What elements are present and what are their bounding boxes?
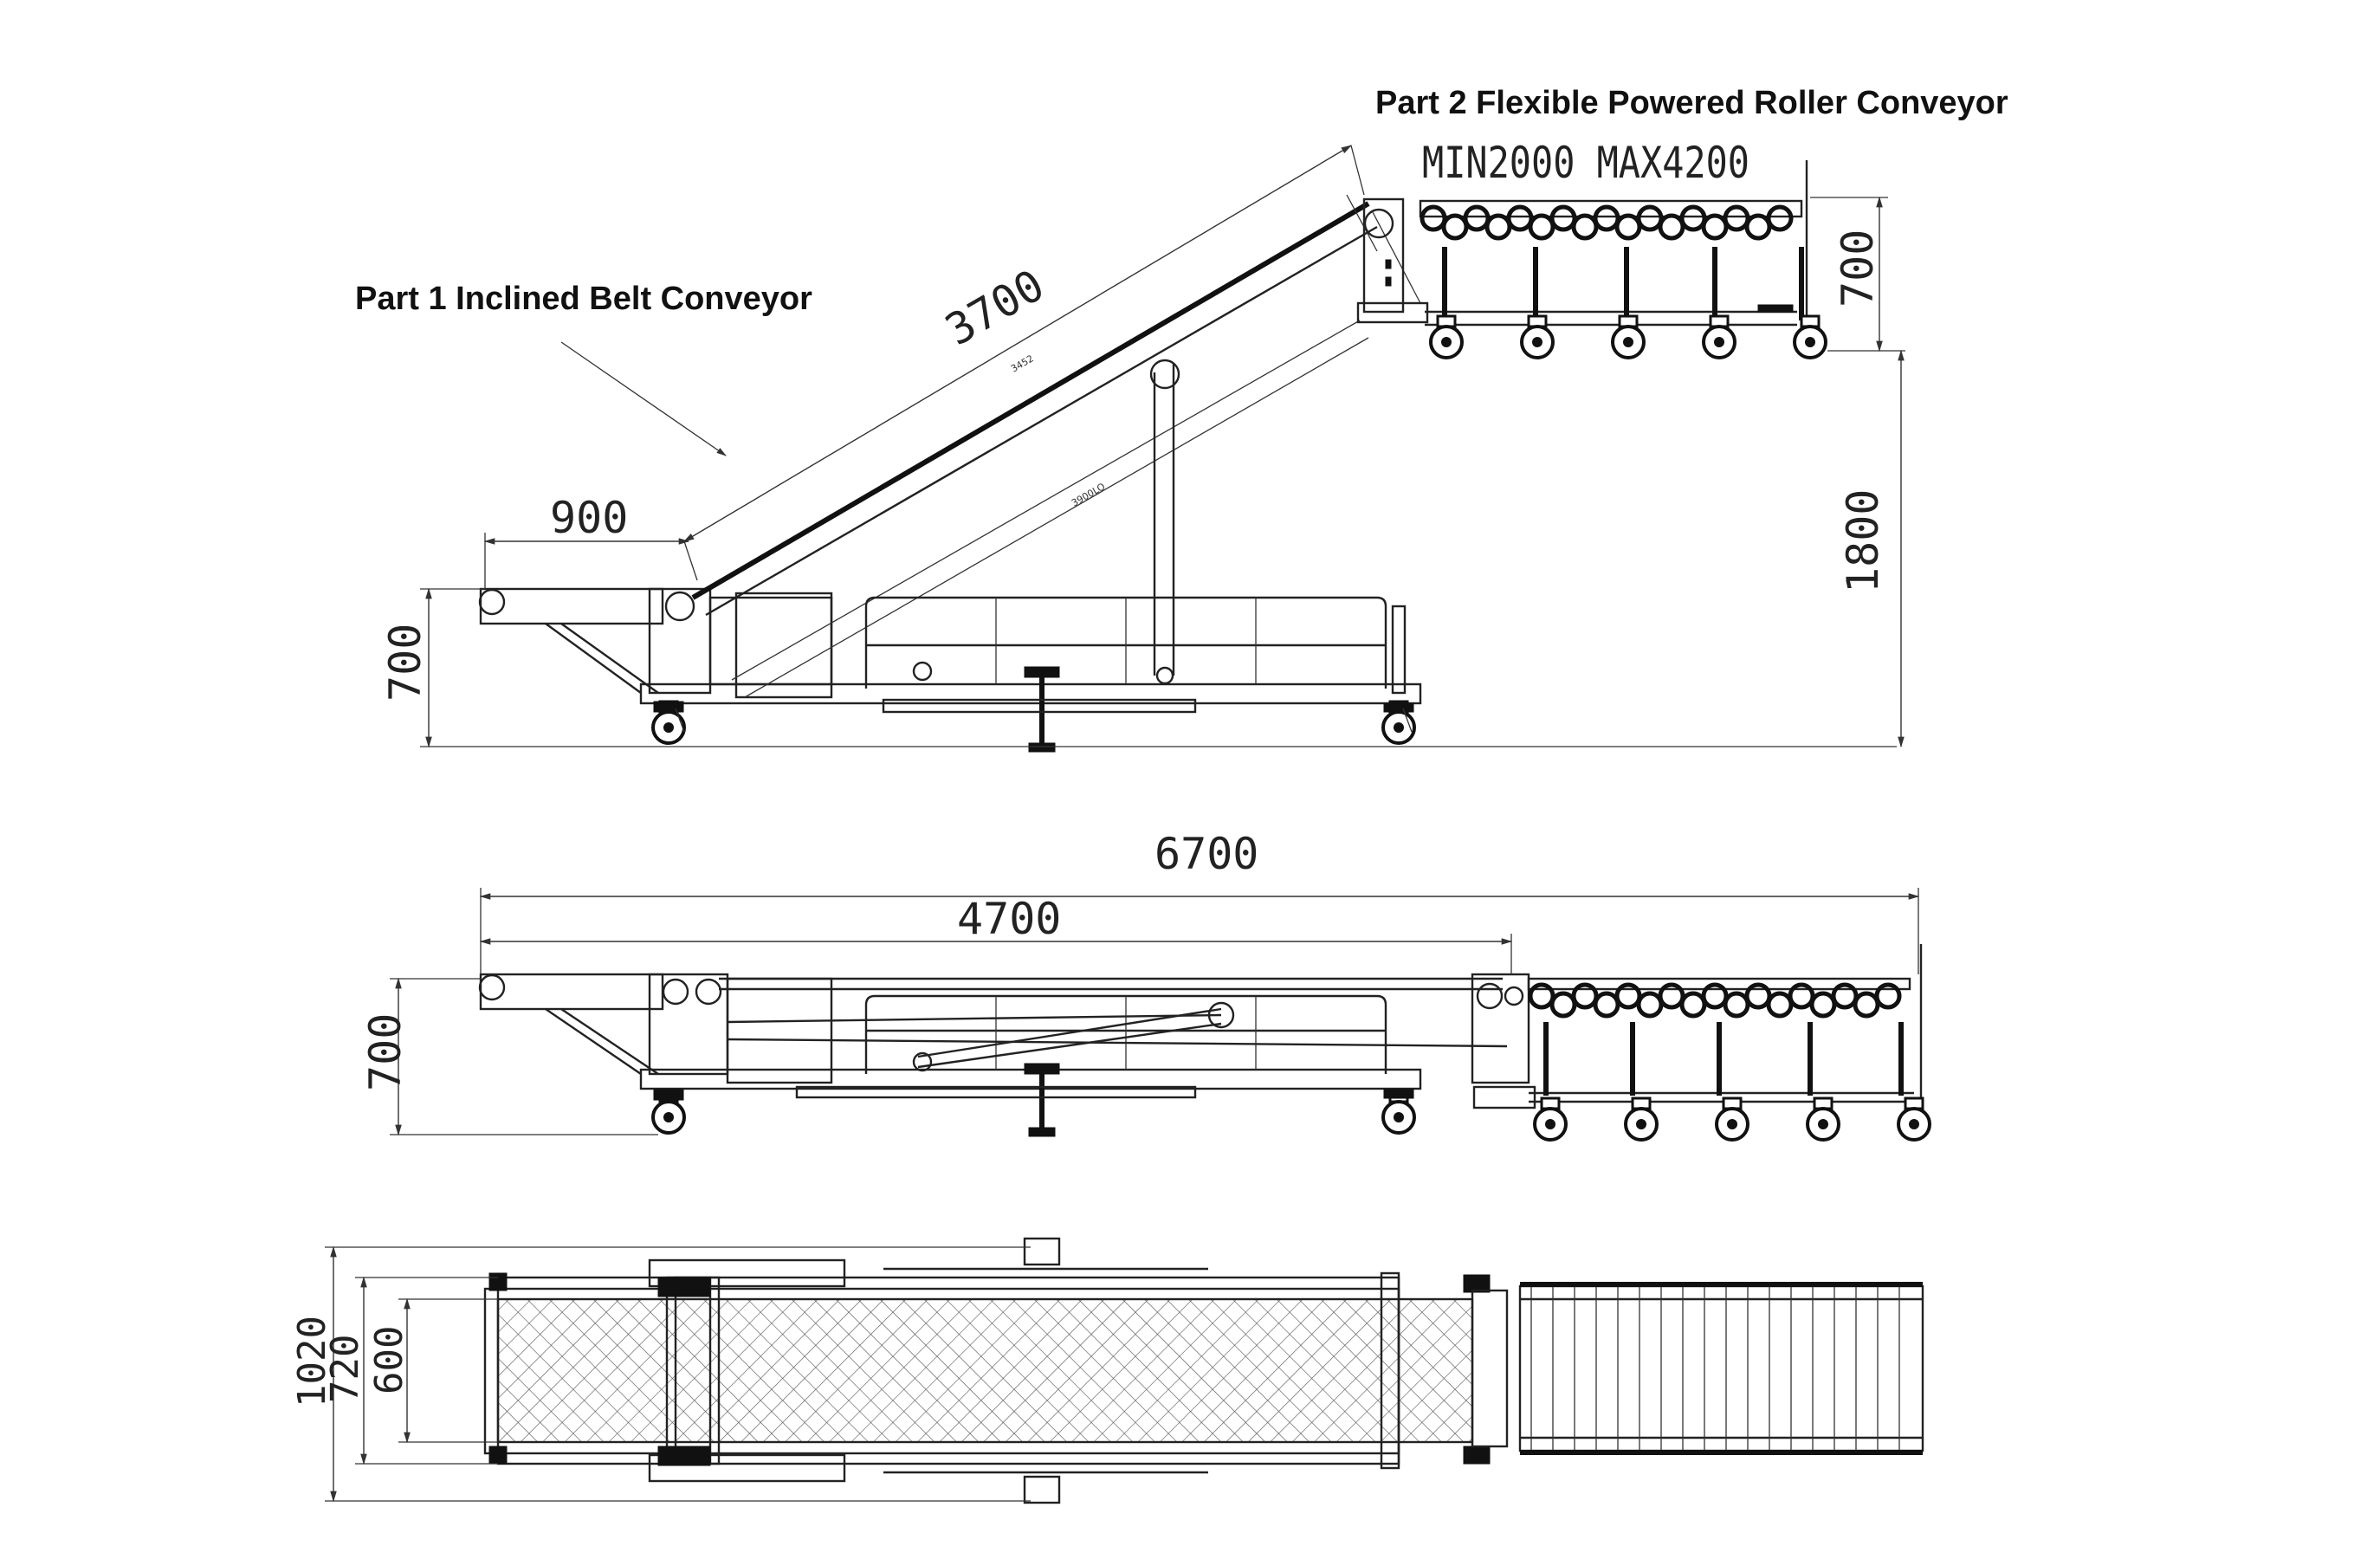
part1-title: Part 1 Inclined Belt Conveyor [355,281,812,317]
dim-frame-width: 1020 [290,1316,334,1407]
dim-side-height: 700 [360,1013,411,1091]
dim-belt-outer-width: 720 [323,1335,367,1403]
dim-incline-length: 3700 [937,260,1052,355]
dim-roller-height: 700 [1833,230,1883,307]
dim-discharge-height: 1800 [1838,489,1888,593]
base-frame [639,682,1422,705]
part2-range-label: MIN2000 MAX4200 [1422,138,1749,188]
roller-conveyor-side [1527,944,1931,1142]
svg-text:3900LO: 3900LO [1070,481,1108,509]
dim-belt-width: 600 [367,1326,411,1394]
incline-side-view: 3452 3900LO [380,145,1905,753]
part2-title: Part 2 Flexible Powered Roller Conveyor [1375,85,2008,121]
top-view: 1020 720 600 [290,1237,1924,1504]
roller-conveyor-top-view [1518,1282,1924,1455]
roller-conveyor-top [1419,160,1827,359]
infeed-frame [479,587,664,625]
part1-leader [560,341,727,456]
dim-infeed-length: 900 [550,493,628,543]
dim-overall-length: 6700 [1154,829,1258,879]
dim-belt-section-length: 4700 [957,894,1061,944]
belt-mesh [496,1297,1474,1444]
incline-belt-top [691,201,1370,600]
flat-side-view: 6700 4700 700 [360,829,1931,1142]
dim-infeed-height: 700 [380,624,430,702]
svg-text:3452: 3452 [1009,353,1036,374]
